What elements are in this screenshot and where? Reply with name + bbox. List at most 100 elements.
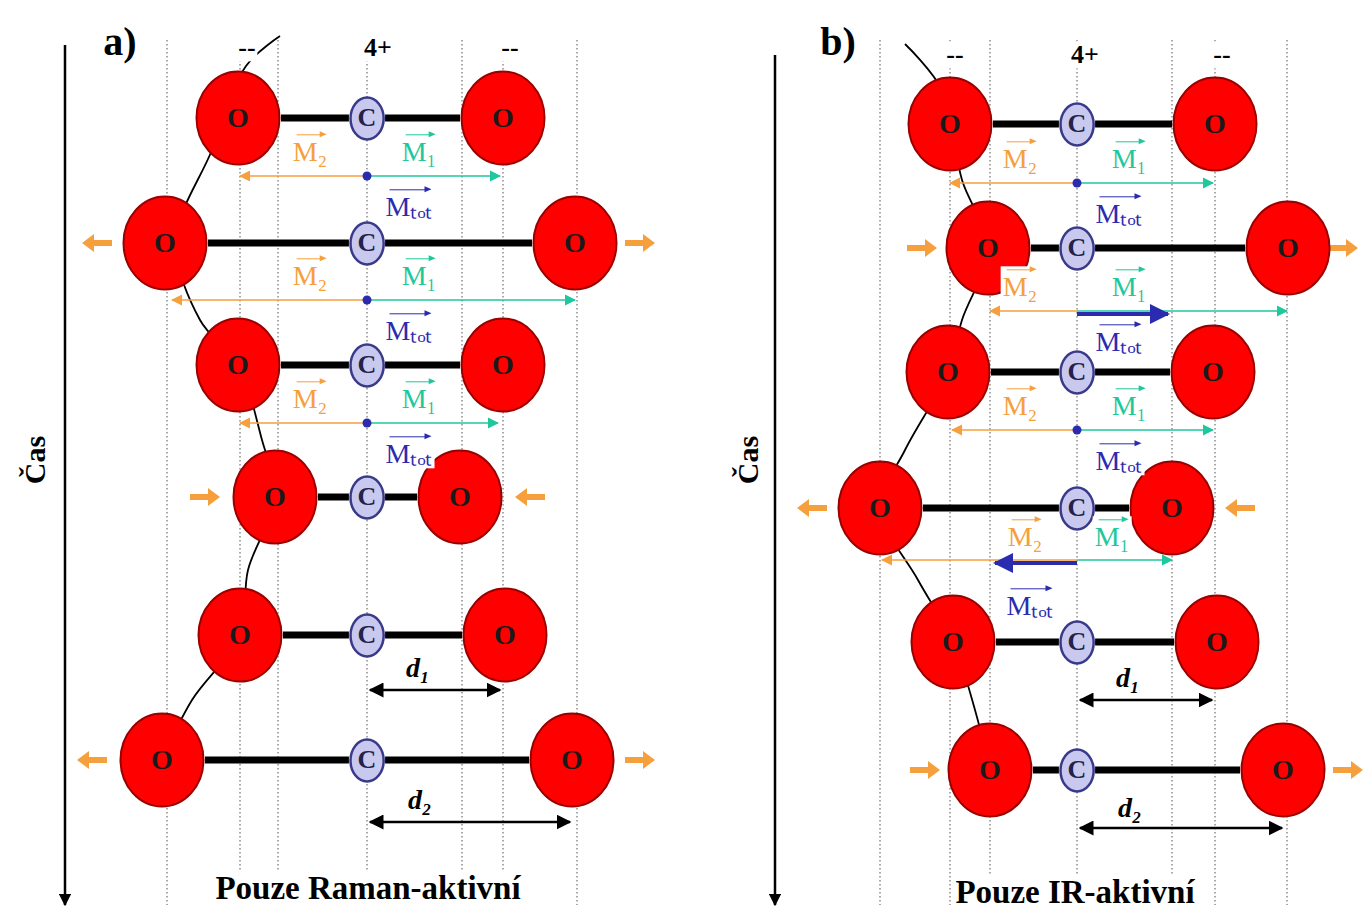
motion-arrow <box>910 761 940 779</box>
motion-arrow <box>1328 239 1358 257</box>
bond-line <box>208 240 349 247</box>
bond-line <box>283 632 349 639</box>
guide-line <box>503 40 504 905</box>
bond-line <box>385 757 529 764</box>
carbon-atom: C <box>349 221 385 266</box>
atom-symbol: O <box>564 229 586 257</box>
oxygen-atom: O <box>532 195 618 291</box>
carbon-atom: C <box>1059 226 1095 271</box>
atom-symbol: O <box>561 746 583 774</box>
atom-symbol: C <box>1068 629 1087 655</box>
charge-label: 4+ <box>362 34 394 61</box>
motion-arrow <box>907 239 937 257</box>
atom-symbol: O <box>492 351 514 379</box>
atom-symbol: C <box>1068 757 1087 783</box>
dipole-label: Mₜₒₜ <box>1094 440 1145 475</box>
bond-line <box>993 121 1059 128</box>
dipole-label: M₁ <box>400 378 439 413</box>
atom-symbol: O <box>977 234 999 262</box>
atom-symbol: O <box>229 621 251 649</box>
dipole-arrow <box>1077 429 1213 431</box>
panel-letter: a) <box>101 21 138 63</box>
atom-symbol: O <box>227 104 249 132</box>
bond-line <box>281 362 349 369</box>
carbon-atom: C <box>1059 102 1095 147</box>
dipole-label: Mₜₒₜ <box>1094 321 1145 356</box>
distance-arrow <box>370 821 570 824</box>
dipole-label: M₂ <box>291 255 330 290</box>
bond-line <box>991 369 1059 376</box>
dipole-arrow <box>990 310 1077 312</box>
dipole-label: M₂ <box>291 378 330 413</box>
motion-arrow <box>515 488 545 506</box>
motion-arrow <box>82 234 112 252</box>
oxygen-atom: O <box>119 712 205 808</box>
bond-line <box>1031 245 1059 252</box>
dipole-arrow <box>172 299 367 301</box>
bond-line <box>385 240 532 247</box>
atom-symbol: O <box>939 110 961 138</box>
dipole-label: M₁ <box>1093 516 1132 551</box>
carbon-atom: C <box>1059 486 1095 531</box>
distance-label: d₁ <box>404 653 432 682</box>
bond-line <box>318 494 349 501</box>
dipole-label: Mₜₒₜ <box>1094 193 1145 228</box>
dipole-arrow <box>367 422 498 424</box>
dipole-arrow <box>1077 182 1213 184</box>
dipole-arrow <box>240 175 367 177</box>
panel-letter: b) <box>818 21 858 63</box>
panel-caption: Pouze IR-aktivní <box>953 875 1196 910</box>
atom-symbol: O <box>942 628 964 656</box>
dipole-label: Mₜₒₜ <box>384 433 435 468</box>
bond-line <box>1095 369 1170 376</box>
charge-label: -- <box>1211 41 1232 68</box>
dipole-label: M₁ <box>400 131 439 166</box>
oxygen-atom: O <box>907 76 993 172</box>
oxygen-atom: O <box>460 70 546 166</box>
atom-symbol: C <box>358 105 377 131</box>
panel-caption: Pouze Raman-aktivní <box>213 871 522 906</box>
distance-label: d₂ <box>1116 793 1144 822</box>
bond-line <box>1095 121 1172 128</box>
atom-symbol: O <box>492 104 514 132</box>
bond-line <box>1095 767 1240 774</box>
total-dipole-arrow <box>995 561 1077 565</box>
oxygen-atom: O <box>1245 200 1331 296</box>
bond-line <box>923 505 1059 512</box>
dipole-label: Mₜₒₜ <box>384 310 435 345</box>
atom-symbol: O <box>869 494 891 522</box>
dipole-arrow <box>240 422 367 424</box>
distance-label: d₁ <box>1114 663 1142 692</box>
motion-arrow <box>1225 499 1255 517</box>
dipole-arrow <box>1077 310 1287 312</box>
atom-symbol: C <box>358 230 377 256</box>
dipole-label: M₁ <box>400 255 439 290</box>
atom-symbol: O <box>494 621 516 649</box>
distance-arrow <box>1080 827 1282 830</box>
atom-symbol: O <box>154 229 176 257</box>
bond-line <box>1095 639 1174 646</box>
oxygen-atom: O <box>232 449 318 545</box>
bond-line <box>385 115 460 122</box>
bond-line <box>385 632 462 639</box>
charge-label: 4+ <box>1069 41 1101 68</box>
carbon-atom: C <box>1059 620 1095 665</box>
dipole-arrow <box>1077 559 1172 561</box>
motion-arrow <box>625 234 655 252</box>
atom-symbol: O <box>1277 234 1299 262</box>
atom-symbol: O <box>1206 628 1228 656</box>
atom-symbol: O <box>1202 358 1224 386</box>
dipole-label: M₂ <box>1001 138 1040 173</box>
charge-label: -- <box>236 34 257 61</box>
carbon-atom: C <box>349 343 385 388</box>
time-axis <box>64 45 67 905</box>
oxygen-atom: O <box>1174 594 1260 690</box>
atom-symbol: O <box>979 756 1001 784</box>
atom-symbol: O <box>1204 110 1226 138</box>
dipole-label: M₁ <box>1110 138 1149 173</box>
carbon-atom: C <box>349 613 385 658</box>
dipole-arrow <box>950 182 1077 184</box>
oxygen-atom: O <box>195 317 281 413</box>
